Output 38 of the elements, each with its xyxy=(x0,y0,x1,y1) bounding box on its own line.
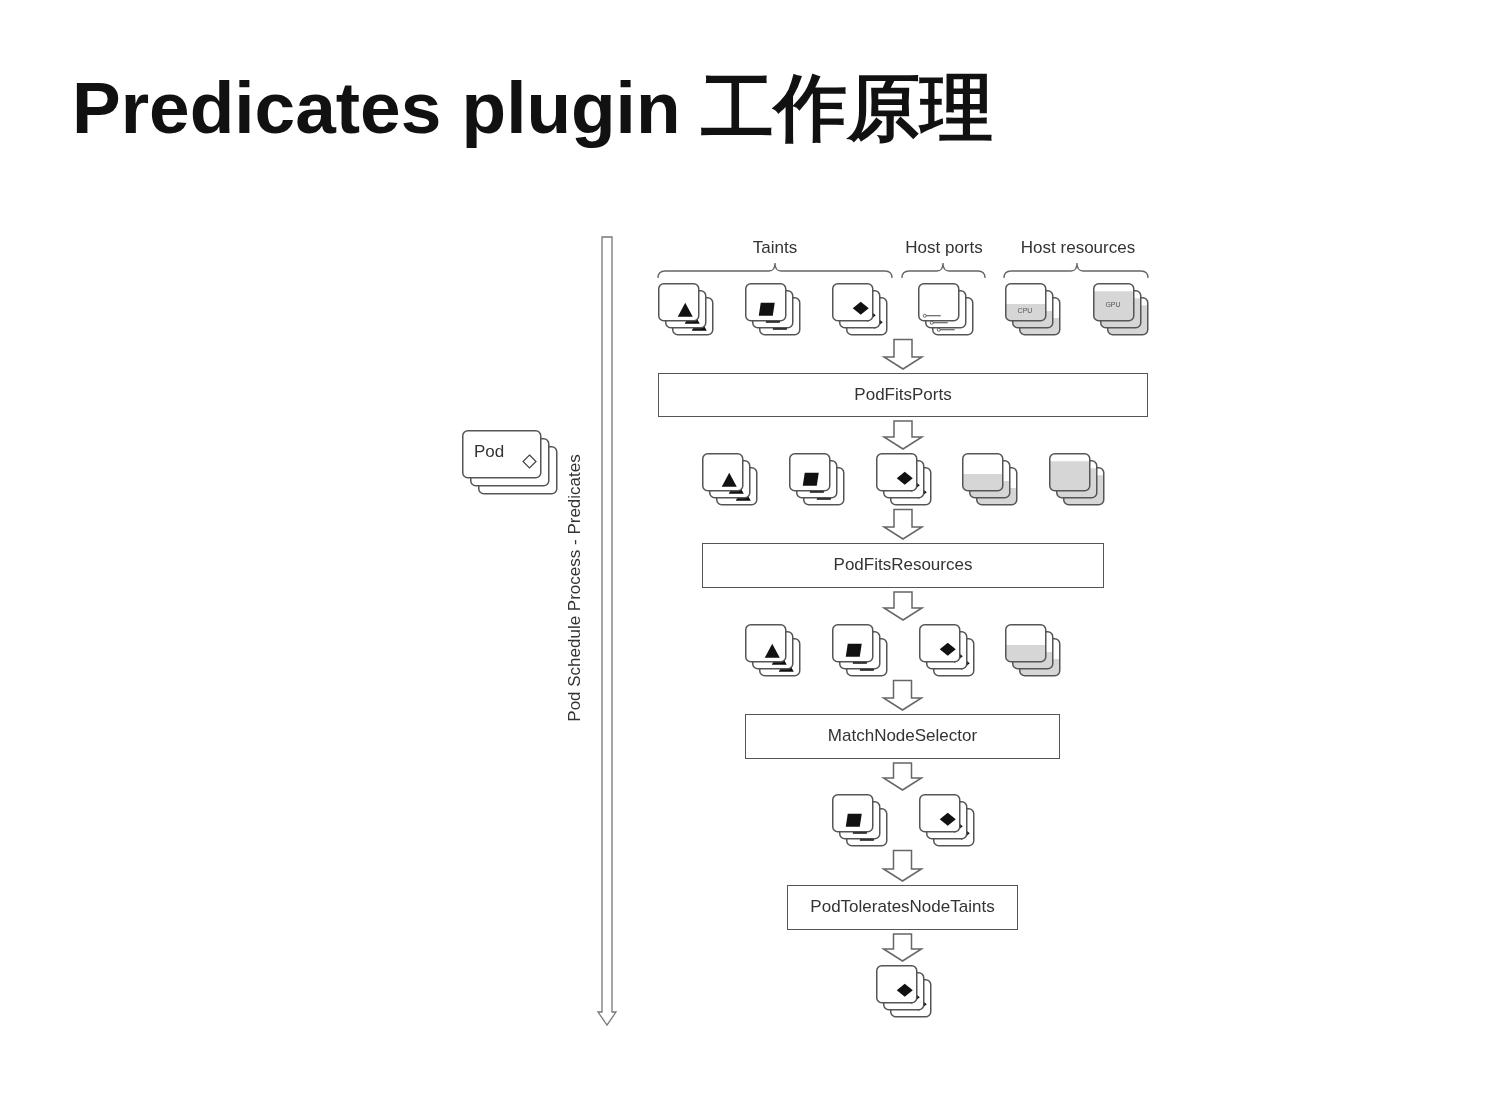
port-card-stack xyxy=(918,283,974,336)
block-arrow xyxy=(881,591,925,621)
group-label: Host resources xyxy=(1020,237,1136,259)
triangle-card-stack xyxy=(658,283,714,336)
group-label: Host ports xyxy=(905,237,983,259)
block-arrow xyxy=(881,338,925,370)
block-arrow xyxy=(880,679,925,711)
triangle-card-stack xyxy=(745,624,801,677)
diamond-card-stack xyxy=(919,624,975,677)
block-arrow xyxy=(881,420,925,450)
square-card-stack xyxy=(789,453,845,506)
diamond-card-stack xyxy=(919,794,975,847)
process-label: PodToleratesNodeTaints xyxy=(810,897,995,918)
block-arrow xyxy=(880,762,925,791)
process-label: PodFitsResources xyxy=(833,555,973,576)
vertical-label: Pod Schedule Process - Predicates xyxy=(564,454,585,722)
diamond-card-stack xyxy=(832,283,888,336)
diamond-card-stack xyxy=(876,965,932,1018)
square-card-stack xyxy=(832,624,888,677)
shaded-card-stack xyxy=(1005,624,1061,677)
block-arrow xyxy=(881,508,925,540)
group-label: Taints xyxy=(752,237,798,259)
shaded-card-stack xyxy=(1049,453,1105,506)
block-arrow xyxy=(880,849,925,882)
square-card-stack xyxy=(745,283,801,336)
diamond-card-stack xyxy=(876,453,932,506)
block-arrow xyxy=(880,933,925,962)
process-label: PodFitsPorts xyxy=(854,384,952,406)
triangle-card-stack xyxy=(702,453,758,506)
process-box xyxy=(702,543,1104,588)
square-card-stack xyxy=(832,794,888,847)
process-label: MatchNodeSelector xyxy=(827,726,978,747)
title: Predicates plugin 工作原理 xyxy=(72,68,993,149)
node-label: Pod xyxy=(474,442,505,463)
shaded-card-stack xyxy=(962,453,1018,506)
process-box xyxy=(745,714,1060,759)
process-box xyxy=(787,885,1018,930)
process-box xyxy=(658,373,1148,417)
